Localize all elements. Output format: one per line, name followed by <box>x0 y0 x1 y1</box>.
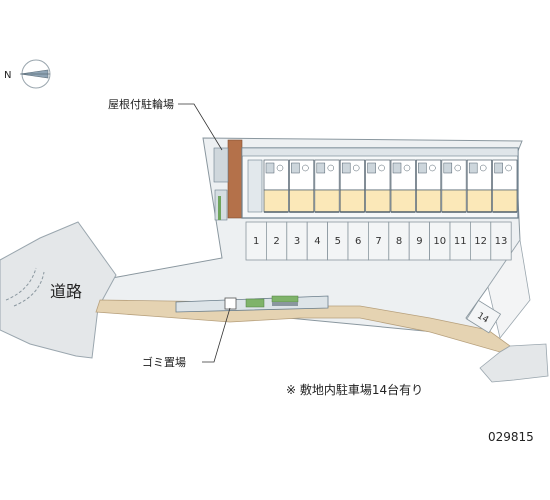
property-code: 029815 <box>488 430 534 444</box>
unit-bath <box>291 162 300 174</box>
unit-fixture <box>479 164 487 172</box>
apartment-unit <box>263 159 289 213</box>
apartment-unit <box>466 159 492 213</box>
parking-number: 7 <box>375 236 381 247</box>
parking-number: 10 <box>433 236 446 247</box>
parking-space: 13 <box>490 221 512 261</box>
parking-space: 5 <box>327 221 349 261</box>
compass-north-label: N <box>4 70 11 81</box>
road-curb <box>5 267 45 307</box>
unit-bath <box>265 162 275 174</box>
unit-fixture <box>302 164 309 172</box>
unit-living-room <box>263 189 289 213</box>
unit-living-room <box>365 189 391 213</box>
parking-stall <box>466 299 502 334</box>
east-road <box>479 343 549 383</box>
unit-fixture <box>327 164 335 172</box>
unit-living-room <box>289 189 315 213</box>
unit-bath <box>341 162 351 174</box>
parking-space: 14 <box>466 299 502 334</box>
unit-room <box>441 159 467 191</box>
bicycle-parking-leader <box>178 103 223 151</box>
parking-note: ※ 敷地内駐車場14台有り <box>286 382 423 397</box>
apartment-unit <box>289 159 315 213</box>
apartment-unit <box>314 159 340 213</box>
parking-space: 4 <box>306 221 329 261</box>
unit-living-room <box>466 189 492 213</box>
unit-living-room <box>441 189 467 213</box>
apartment-unit <box>339 159 365 213</box>
apartment-unit <box>365 159 391 213</box>
unit-bath <box>468 162 478 174</box>
brick-walk <box>227 139 243 219</box>
unit-fixture <box>403 164 411 172</box>
greenery-strip <box>218 196 221 220</box>
parking-space: 10 <box>429 221 451 261</box>
parking-number: 13 <box>495 236 508 247</box>
west-road <box>0 221 117 359</box>
parking-number: 11 <box>454 236 467 247</box>
apartment-unit <box>441 159 467 213</box>
unit-fixture <box>276 164 284 172</box>
unit-fixture <box>429 164 436 172</box>
parking-space: 8 <box>388 221 410 261</box>
parking-number: 8 <box>396 236 402 247</box>
unit-living-room <box>339 189 365 213</box>
unit-bath <box>443 162 453 174</box>
road-label: 道路 <box>50 282 82 301</box>
unit-fixture <box>352 164 360 172</box>
parking-space: 3 <box>286 221 308 261</box>
garbage-station <box>224 297 237 310</box>
parking-space: 6 <box>347 221 369 261</box>
planting-2 <box>271 295 299 303</box>
stairwell <box>247 159 263 213</box>
unit-bath <box>392 162 402 174</box>
unit-fixture <box>505 164 512 172</box>
parking-space: 12 <box>469 221 492 261</box>
parking-space: 11 <box>449 221 471 261</box>
unit-fixture <box>454 164 462 172</box>
parking-space: 2 <box>265 221 288 261</box>
unit-bath <box>367 162 376 174</box>
parking-number: 12 <box>474 236 487 247</box>
parking-number: 5 <box>335 236 341 247</box>
unit-living-room <box>314 189 340 213</box>
parking-space: 9 <box>408 221 431 261</box>
unit-bath <box>316 162 326 174</box>
shed <box>272 302 298 306</box>
unit-bath <box>494 162 503 174</box>
compass-icon: N <box>4 59 51 89</box>
unit-bath <box>418 162 427 174</box>
garbage-label: ゴミ置場 <box>142 355 186 369</box>
parking-space: 7 <box>367 221 390 261</box>
parking-stall <box>490 221 512 261</box>
unit-fixture <box>378 164 385 172</box>
unit-living-room <box>416 189 442 213</box>
units-group <box>263 159 518 213</box>
parking-number: 3 <box>294 236 300 247</box>
planting-1 <box>245 298 265 308</box>
parking-space: 1 <box>245 221 267 261</box>
unit-living-room <box>390 189 416 213</box>
apartment-unit <box>492 159 518 213</box>
garbage-leader <box>202 307 231 363</box>
bicycle-parking-label: 屋根付駐輪場 <box>108 97 174 111</box>
building-roof-edge <box>241 147 519 157</box>
apartment-unit <box>416 159 442 213</box>
parking-number: 1 <box>253 236 259 247</box>
apartment-unit <box>390 159 416 213</box>
parking-number: 4 <box>314 236 320 247</box>
unit-room <box>416 159 442 191</box>
parking-number: 6 <box>355 236 361 247</box>
parking-number: 2 <box>273 236 279 247</box>
unit-living-room <box>492 189 518 213</box>
stair <box>213 147 229 183</box>
parking-number: 9 <box>416 236 422 247</box>
